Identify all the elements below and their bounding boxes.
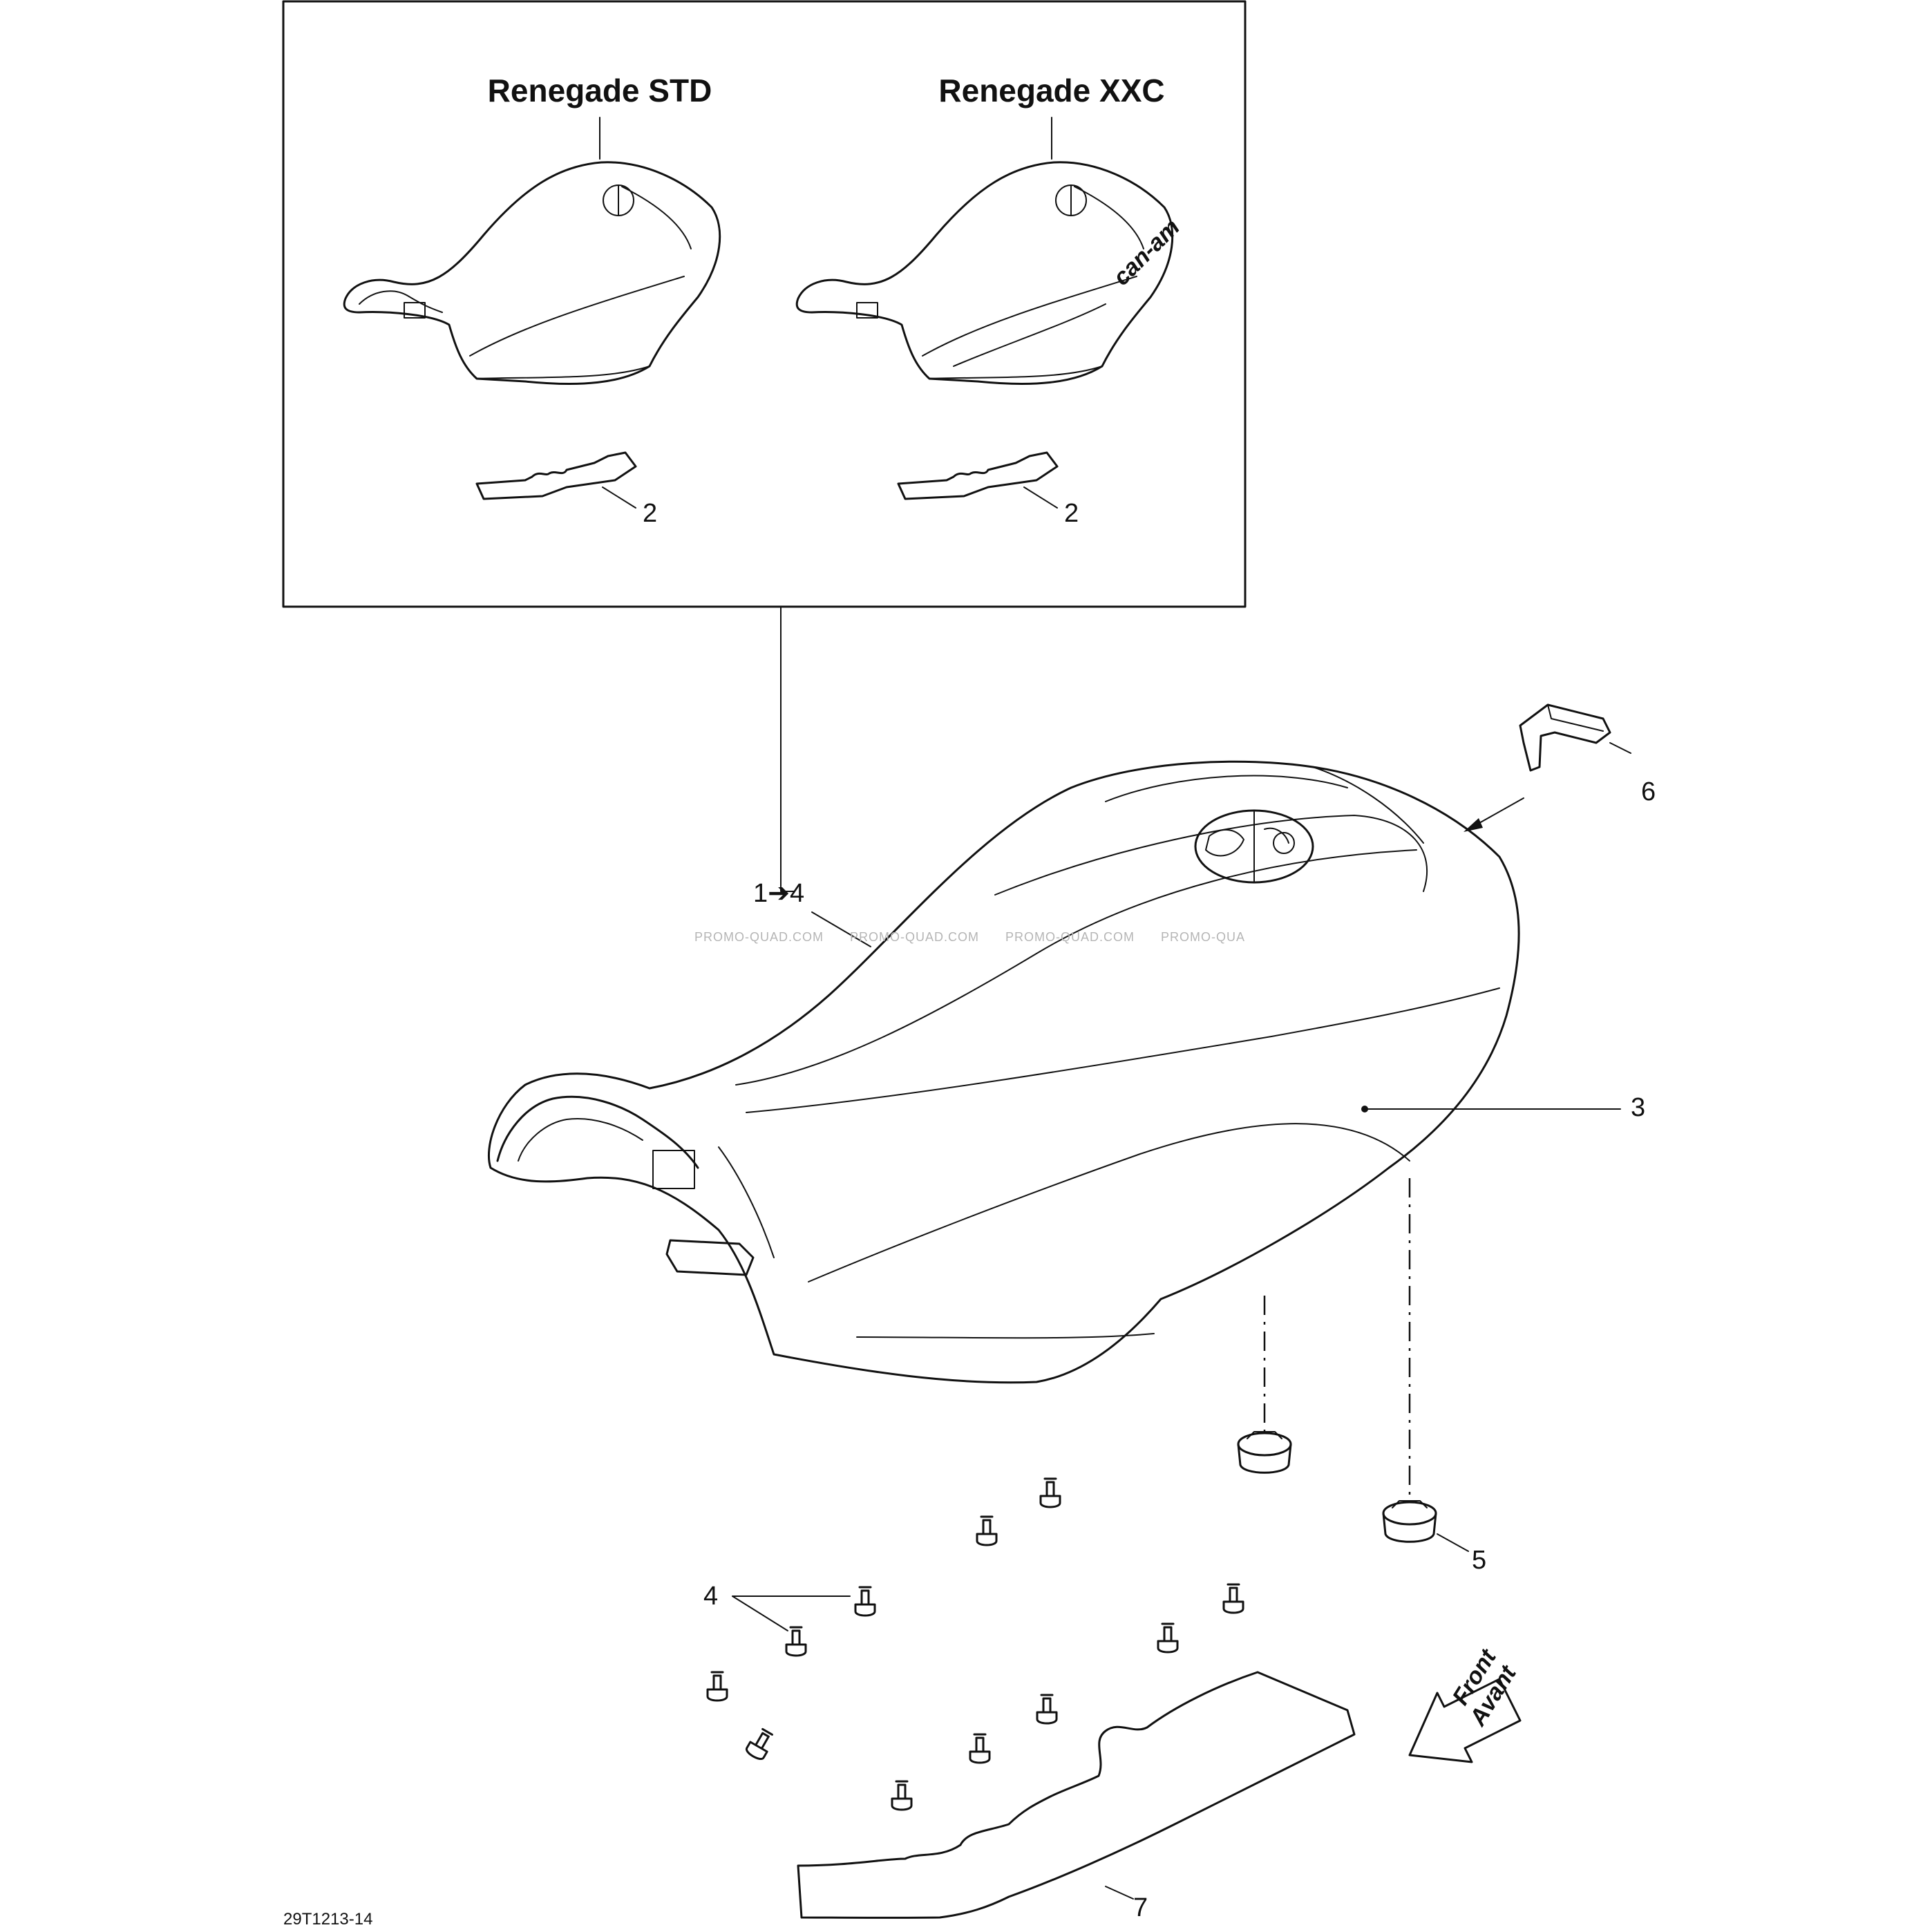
- variant-xxc-title: Renegade XXC: [938, 73, 1164, 108]
- seat-outline: [487, 760, 1520, 1384]
- watermark: PROMO-QUAD.COM PROMO-QUAD.COM PROMO-QUAD…: [694, 930, 1245, 944]
- drawing-code: 29T1213-14: [283, 1910, 372, 1929]
- part-4-studs: 4: [703, 1477, 1244, 1811]
- seat-latch: [665, 1239, 755, 1276]
- callout-7: 7: [1133, 1893, 1148, 1922]
- svg-text:PROMO-QUA: PROMO-QUA: [1161, 930, 1245, 944]
- part-6-latch: 6: [1464, 703, 1656, 832]
- std-seat-outline: [343, 161, 721, 386]
- variant-std: Renegade STD 2: [343, 73, 721, 528]
- grommet-b: [1382, 1500, 1437, 1543]
- callout-4: 4: [703, 1582, 718, 1611]
- xxc-callout-2: 2: [1064, 499, 1079, 528]
- xxc-deflector: [897, 451, 1059, 500]
- inset-frame: [282, 0, 1247, 608]
- svg-text:PROMO-QUAD.COM: PROMO-QUAD.COM: [850, 930, 979, 944]
- svg-text:PROMO-QUAD.COM: PROMO-QUAD.COM: [694, 930, 824, 944]
- grommet-a: [1237, 1431, 1292, 1474]
- callout-1-4: 1➔4: [753, 879, 804, 908]
- main-seat: 3: [487, 760, 1645, 1384]
- std-deflector: [475, 451, 637, 500]
- callout-3: 3: [1631, 1093, 1645, 1122]
- std-callout-2: 2: [643, 499, 657, 528]
- variants-inset: Renegade STD 2 Renegade XXC: [282, 0, 1247, 608]
- front-arrow-icon: Front Avant: [1408, 1644, 1522, 1763]
- part-5-grommets: 5: [1237, 1178, 1486, 1575]
- seat-latch-box: [652, 1150, 695, 1189]
- svg-text:PROMO-QUAD.COM: PROMO-QUAD.COM: [1005, 930, 1135, 944]
- part-7-deflector: 7: [797, 1671, 1356, 1922]
- xxc-seat-outline: [795, 161, 1174, 386]
- xxc-logo: can-am: [1108, 214, 1185, 291]
- callout-6: 6: [1641, 777, 1656, 806]
- callout-3-dot: [1361, 1106, 1368, 1112]
- seat-emblem-icon: [1194, 809, 1314, 884]
- variant-xxc: Renegade XXC can-am 2: [795, 73, 1185, 528]
- variant-std-title: Renegade STD: [488, 73, 712, 108]
- callout-5: 5: [1472, 1546, 1486, 1575]
